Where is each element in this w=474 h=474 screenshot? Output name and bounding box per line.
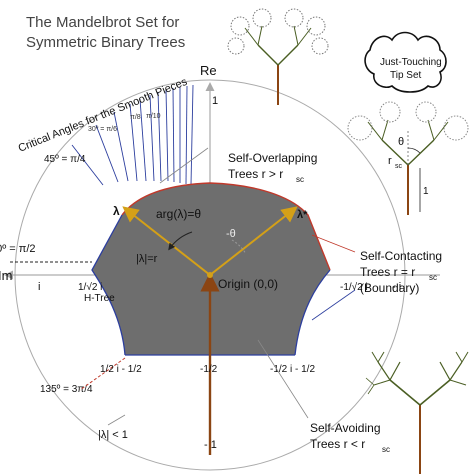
just-touching-tip-set-illustration: Just-Touching Tip Set xyxy=(364,31,447,93)
overlapping-tree-illustration xyxy=(227,8,329,105)
overlap-line-2: Trees r > r xyxy=(228,167,283,181)
mandelbrot-set-region xyxy=(92,183,330,355)
tick-half-center: -1/2 xyxy=(200,364,218,375)
angle-135-label: 135º = 3π/4 xyxy=(40,384,93,395)
tree-r: r xyxy=(388,155,392,167)
dashed-line-135 xyxy=(79,357,126,391)
lambda-right-label: λ* xyxy=(297,209,308,221)
avoid-sub: sc xyxy=(382,445,390,454)
angle-30-label: 30º = π/6 xyxy=(88,126,117,133)
tick-im-i: i xyxy=(38,281,40,293)
tick-neg-sqrt-i: -1/√2 i xyxy=(340,281,368,293)
axis-im-label: Im xyxy=(0,268,12,283)
angle-pi8-label: π/8 xyxy=(130,114,141,121)
tree-one: 1 xyxy=(423,186,429,197)
tick-re-1: 1 xyxy=(212,95,218,107)
origin-label: Origin (0,0) xyxy=(218,277,278,291)
avoid-connector xyxy=(257,339,309,419)
just-touch-line-1: Just-Touching xyxy=(380,57,442,68)
critical-angle-rays xyxy=(71,84,194,186)
lambda-conjugate-vector xyxy=(209,206,298,276)
axis-re-label: Re xyxy=(200,63,217,78)
boundary-blue-right xyxy=(294,269,331,356)
tick-sqrt-i: 1/√2 i xyxy=(78,281,102,293)
lambda-lt1-label: |λ| < 1 xyxy=(98,429,128,441)
arg-arc xyxy=(168,231,193,251)
neg-theta-label: -θ xyxy=(226,228,236,240)
abs-label: |λ|=r xyxy=(136,253,158,265)
angle-45-label: 45º = π/4 xyxy=(44,154,86,165)
overlap-sub: sc xyxy=(296,175,304,184)
arg-label: arg(λ)=θ xyxy=(156,207,201,221)
angle-90-label: 90º = π/2 xyxy=(0,243,36,255)
contact-line-3: (Boundary) xyxy=(360,281,419,295)
just-touch-line-2: Tip Set xyxy=(390,70,422,81)
lambda-lt1-connector xyxy=(107,414,126,426)
contact-line-2: Trees r = r xyxy=(360,265,415,279)
tick-re-neg1: - 1 xyxy=(204,439,217,451)
angle-pi10-label: π/10 xyxy=(146,113,161,120)
title-line-1: The Mandelbrot Set for xyxy=(26,14,179,31)
contact-line-1: Self-Contacting xyxy=(360,249,442,263)
origin-point xyxy=(207,272,213,278)
overlap-connector xyxy=(159,147,209,184)
boundary-red xyxy=(121,182,331,271)
title-line-2: Symmetric Binary Trees xyxy=(26,34,185,51)
tree-r-sub: sc xyxy=(395,163,403,170)
htree-label: H-Tree xyxy=(84,293,115,304)
lambda-vector xyxy=(122,206,211,276)
contact-connector-red xyxy=(311,234,356,253)
tree-theta: θ xyxy=(398,136,404,148)
lambda-left-label: λ xyxy=(113,204,120,218)
tick-half-right: -1/2 i - 1/2 xyxy=(270,364,315,375)
contact-tree-illustration: θ r sc 1 xyxy=(347,101,469,215)
avoid-line-2: Trees r < r xyxy=(310,437,365,451)
contact-connector-blue xyxy=(311,289,356,321)
avoid-line-1: Self-Avoiding xyxy=(310,421,381,435)
tick-im-neg-i: - i xyxy=(392,281,401,293)
contact-sub: sc xyxy=(429,273,437,282)
boundary-blue-left xyxy=(91,214,126,356)
tick-half-left: 1/2 i - 1/2 xyxy=(100,364,142,375)
avoiding-tree-illustration xyxy=(365,351,469,474)
overlap-line-1: Self-Overlapping xyxy=(228,151,317,165)
neg-theta-arc xyxy=(231,239,247,255)
